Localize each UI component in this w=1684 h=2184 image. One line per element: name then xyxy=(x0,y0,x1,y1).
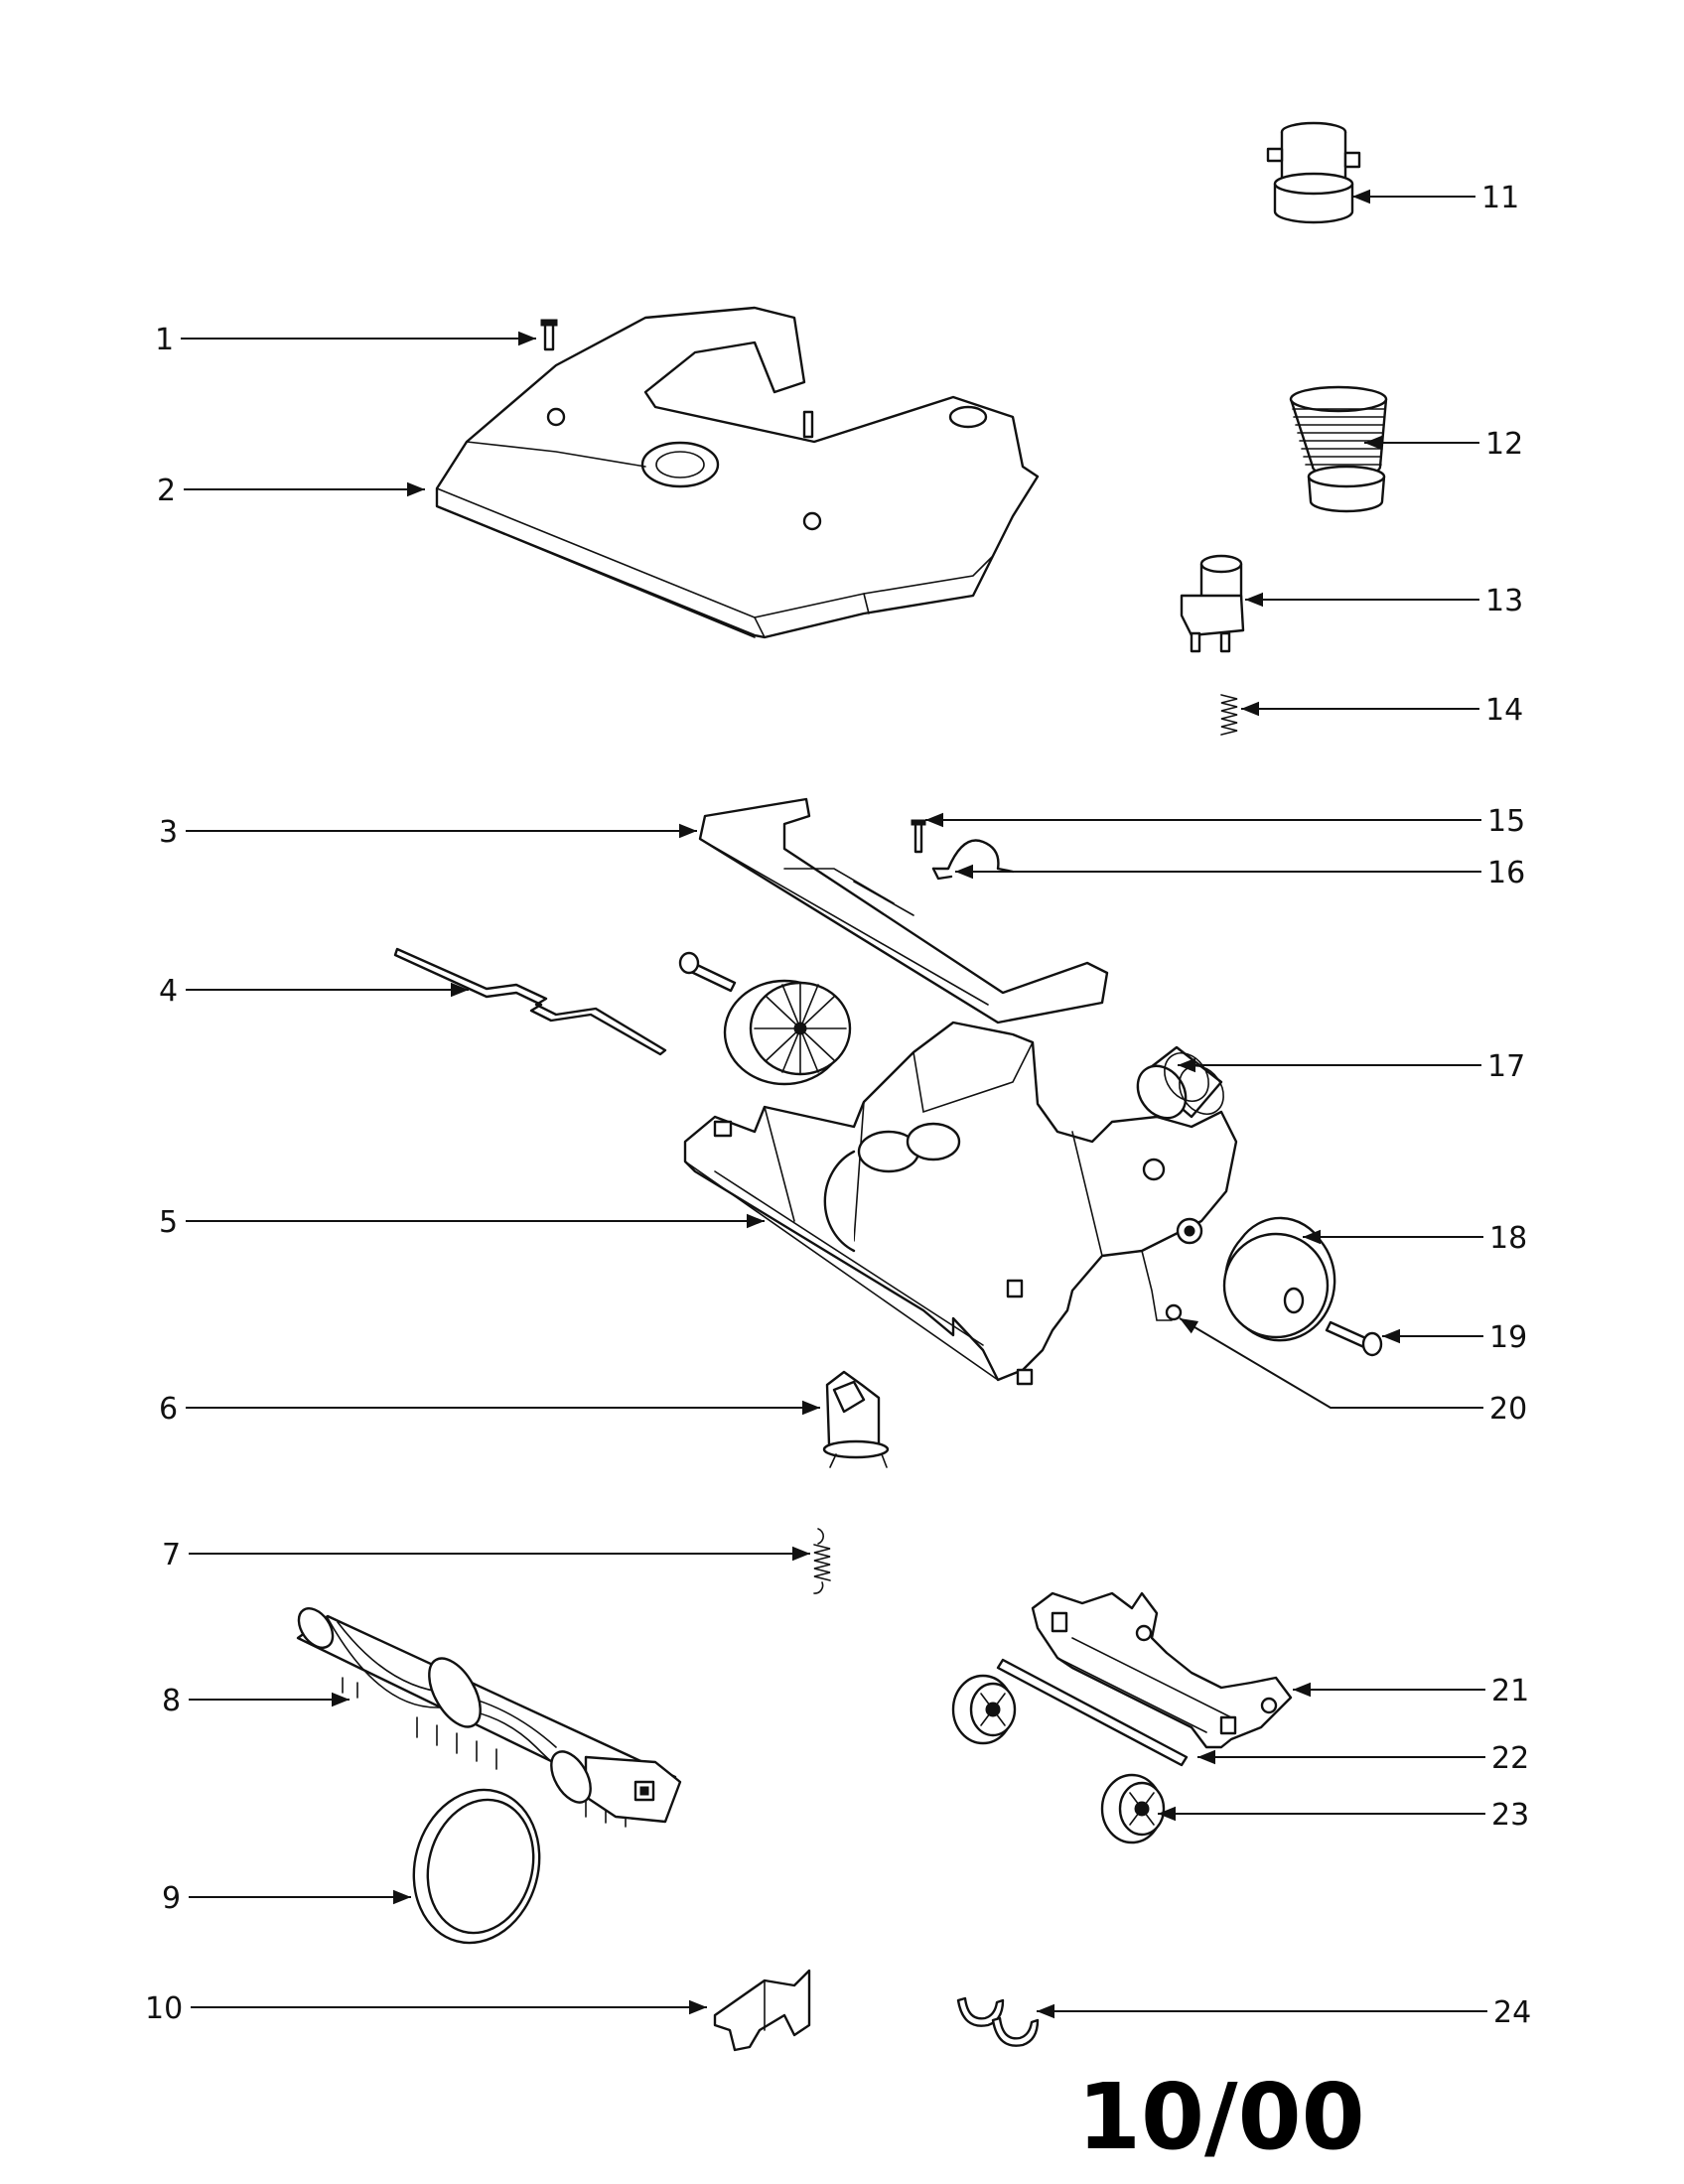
part-spring-14 xyxy=(1220,694,1238,736)
part-wheel-23b xyxy=(1100,1773,1166,1844)
leader-lines xyxy=(181,189,1487,2019)
callout-1: 1 xyxy=(155,323,174,357)
part-hose-12 xyxy=(1289,385,1388,513)
part-clamp-16 xyxy=(931,839,1015,881)
callout-17: 17 xyxy=(1487,1049,1525,1084)
part-fitting-11 xyxy=(1266,121,1361,224)
part-hood-2 xyxy=(435,306,1040,639)
part-screw-1 xyxy=(540,319,558,351)
callout-16: 16 xyxy=(1487,856,1525,890)
part-screw-15 xyxy=(911,819,926,854)
part-washer-20 xyxy=(1165,1303,1183,1321)
date-code: 10/00 xyxy=(1077,2064,1365,2170)
part-spring-7 xyxy=(813,1528,831,1594)
callout-5: 5 xyxy=(159,1205,178,1240)
callout-21: 21 xyxy=(1491,1674,1529,1708)
part-coupling-17 xyxy=(1136,1045,1224,1120)
part-wheel-23a xyxy=(951,1674,1017,1745)
callout-9: 9 xyxy=(162,1881,181,1916)
part-belt-9 xyxy=(412,1788,541,1945)
callout-10: 10 xyxy=(145,1991,183,2026)
callout-15: 15 xyxy=(1487,804,1525,839)
part-bumper-3 xyxy=(698,797,1109,1024)
callout-2: 2 xyxy=(157,474,176,508)
callout-24: 24 xyxy=(1493,1995,1531,2030)
part-bolt-19 xyxy=(1325,1320,1383,1357)
callout-12: 12 xyxy=(1485,427,1523,462)
callout-3: 3 xyxy=(159,815,178,850)
part-valve-6 xyxy=(822,1370,890,1468)
part-switch-13 xyxy=(1180,554,1245,653)
part-axle-22 xyxy=(996,1658,1189,1767)
callout-19: 19 xyxy=(1489,1320,1527,1355)
callout-20: 20 xyxy=(1489,1392,1527,1427)
part-bottomplate-21 xyxy=(1031,1591,1293,1749)
part-clips-24 xyxy=(956,1996,1040,2047)
callout-23: 23 xyxy=(1491,1798,1529,1833)
callout-6: 6 xyxy=(159,1392,178,1427)
callout-14: 14 xyxy=(1485,693,1523,728)
part-brushroll-8 xyxy=(296,1607,682,1828)
part-base-5 xyxy=(683,1021,1238,1386)
part-clip-10 xyxy=(713,1969,811,2052)
callout-4: 4 xyxy=(159,974,178,1009)
callout-13: 13 xyxy=(1485,584,1523,618)
callout-labels: 1 2 3 4 5 6 7 8 9 10 11 12 13 14 15 16 1… xyxy=(145,181,1531,2030)
part-axle-bolt xyxy=(678,951,737,993)
callout-18: 18 xyxy=(1489,1221,1527,1256)
part-wire-4 xyxy=(393,947,667,1056)
part-hub-18 xyxy=(1222,1216,1336,1342)
part-wheel xyxy=(723,979,852,1086)
callout-11: 11 xyxy=(1481,181,1519,215)
callout-7: 7 xyxy=(162,1538,181,1572)
callout-22: 22 xyxy=(1491,1741,1529,1776)
callout-8: 8 xyxy=(162,1684,181,1718)
